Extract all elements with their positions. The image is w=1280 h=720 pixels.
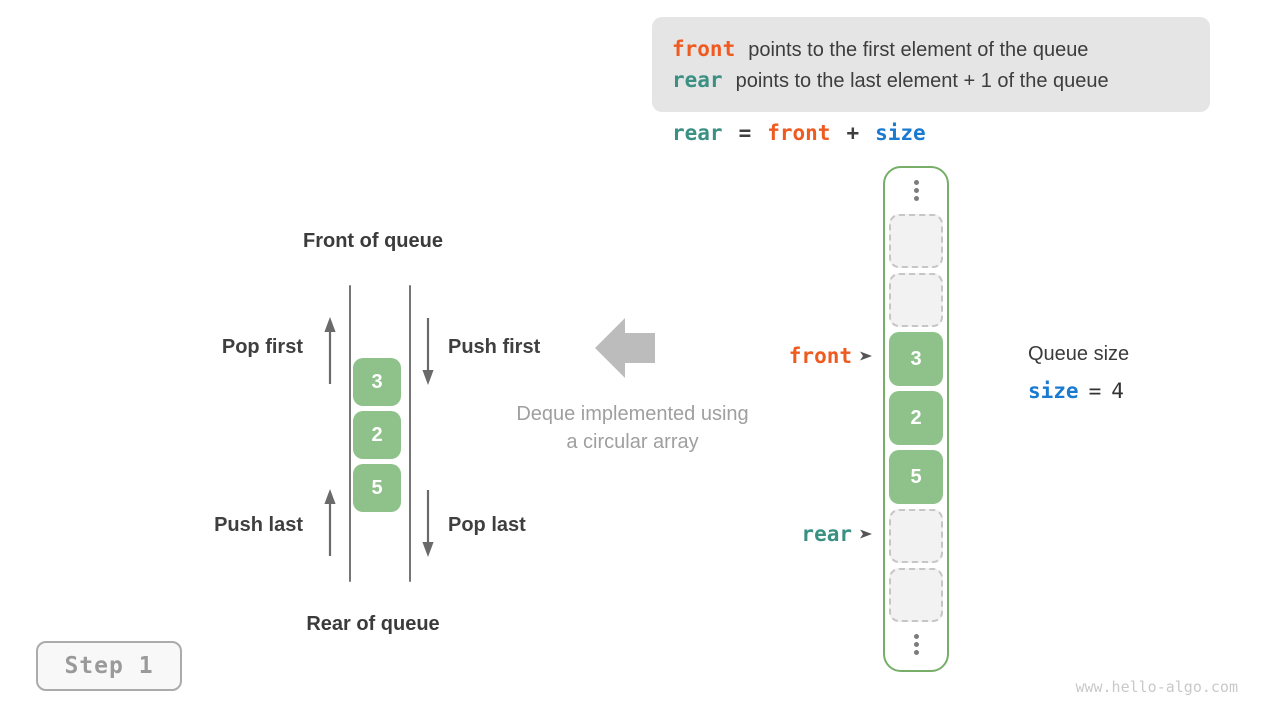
caption-line-1: Deque implemented using — [516, 403, 749, 425]
deque-value-cell: 5 — [353, 464, 401, 512]
front-pointer: front — [740, 344, 872, 368]
push-last-label: Push last — [214, 514, 303, 536]
deque-stack: 3 2 5 — [353, 358, 401, 512]
step-badge-label: Step 1 — [64, 653, 154, 679]
front-of-queue-label: Front of queue — [303, 230, 443, 252]
arrow-up-icon — [324, 317, 336, 384]
pop-last-label: Pop last — [448, 514, 526, 536]
size-equals: = — [1088, 379, 1102, 403]
front-keyword: front — [672, 36, 736, 61]
rear-formula: rear = front + size — [672, 121, 926, 145]
array-cell-empty — [889, 509, 943, 563]
array-cell-empty — [889, 273, 943, 327]
array-cell-value: 2 — [889, 391, 943, 445]
watermark: www.hello-algo.com — [1075, 678, 1238, 696]
rear-pointer-label: rear — [801, 522, 852, 546]
deque-value-cell: 2 — [353, 411, 401, 459]
array-cell-empty — [889, 568, 943, 622]
size-number: 4 — [1111, 379, 1124, 403]
size-variable: size — [1028, 379, 1079, 403]
pointer-arrow-icon — [860, 351, 872, 361]
formula-equals: = — [738, 121, 752, 145]
queue-size-value: size = 4 — [1028, 379, 1124, 403]
channel-line-left — [349, 285, 351, 582]
queue-size-title: Queue size — [1028, 343, 1130, 365]
figure-caption: Deque implemented using a circular array — [490, 400, 775, 456]
big-left-arrow-icon — [595, 318, 655, 378]
array-cell-value: 3 — [889, 332, 943, 386]
rear-pointer: rear — [740, 522, 872, 546]
array-cell-empty — [889, 214, 943, 268]
channel-line-right — [409, 285, 411, 582]
ellipsis-icon — [885, 634, 947, 655]
formula-size: size — [875, 121, 926, 145]
formula-rear: rear — [672, 121, 723, 145]
front-pointer-label: front — [788, 344, 852, 368]
step-badge: Step 1 — [36, 641, 182, 691]
pop-first-label: Pop first — [221, 336, 303, 358]
circular-array-panel: 3 2 5 — [883, 166, 949, 672]
array-cell-value: 5 — [889, 450, 943, 504]
arrow-up-icon — [324, 489, 336, 556]
front-definition: front points to the first element of the… — [672, 37, 1210, 62]
push-first-label: Push first — [448, 336, 541, 358]
rear-definition: rear points to the last element + 1 of t… — [672, 68, 1210, 93]
caption-line-2: a circular array — [566, 431, 699, 453]
arrow-down-icon — [422, 490, 434, 557]
ellipsis-icon — [885, 180, 947, 201]
formula-plus: + — [846, 121, 860, 145]
arrow-down-icon — [422, 318, 434, 385]
front-definition-text: points to the first element of the queue — [748, 38, 1089, 61]
rear-definition-text: points to the last element + 1 of the qu… — [735, 69, 1109, 92]
pointer-arrow-icon — [860, 529, 872, 539]
definition-box: front points to the first element of the… — [652, 17, 1210, 112]
deque-value-cell: 3 — [353, 358, 401, 406]
rear-of-queue-label: Rear of queue — [306, 613, 440, 635]
rear-keyword: rear — [672, 67, 723, 92]
formula-front: front — [767, 121, 831, 145]
